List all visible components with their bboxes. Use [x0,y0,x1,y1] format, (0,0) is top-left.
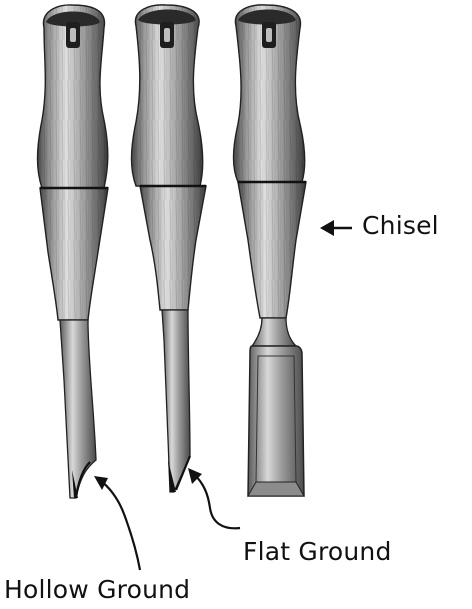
flat-ground-gouge-illustration [132,5,207,492]
chisel-label: Chisel [362,213,439,238]
chisel-illustration [234,5,307,496]
hollow-ground-gouge-illustration [38,5,109,498]
hollow-ground-label: Hollow Ground [4,577,190,602]
pointer-arrow [94,476,140,570]
pointer-arrow [188,468,240,528]
pointer-arrow [320,220,352,236]
flat-ground-label: Flat Ground [243,539,392,564]
